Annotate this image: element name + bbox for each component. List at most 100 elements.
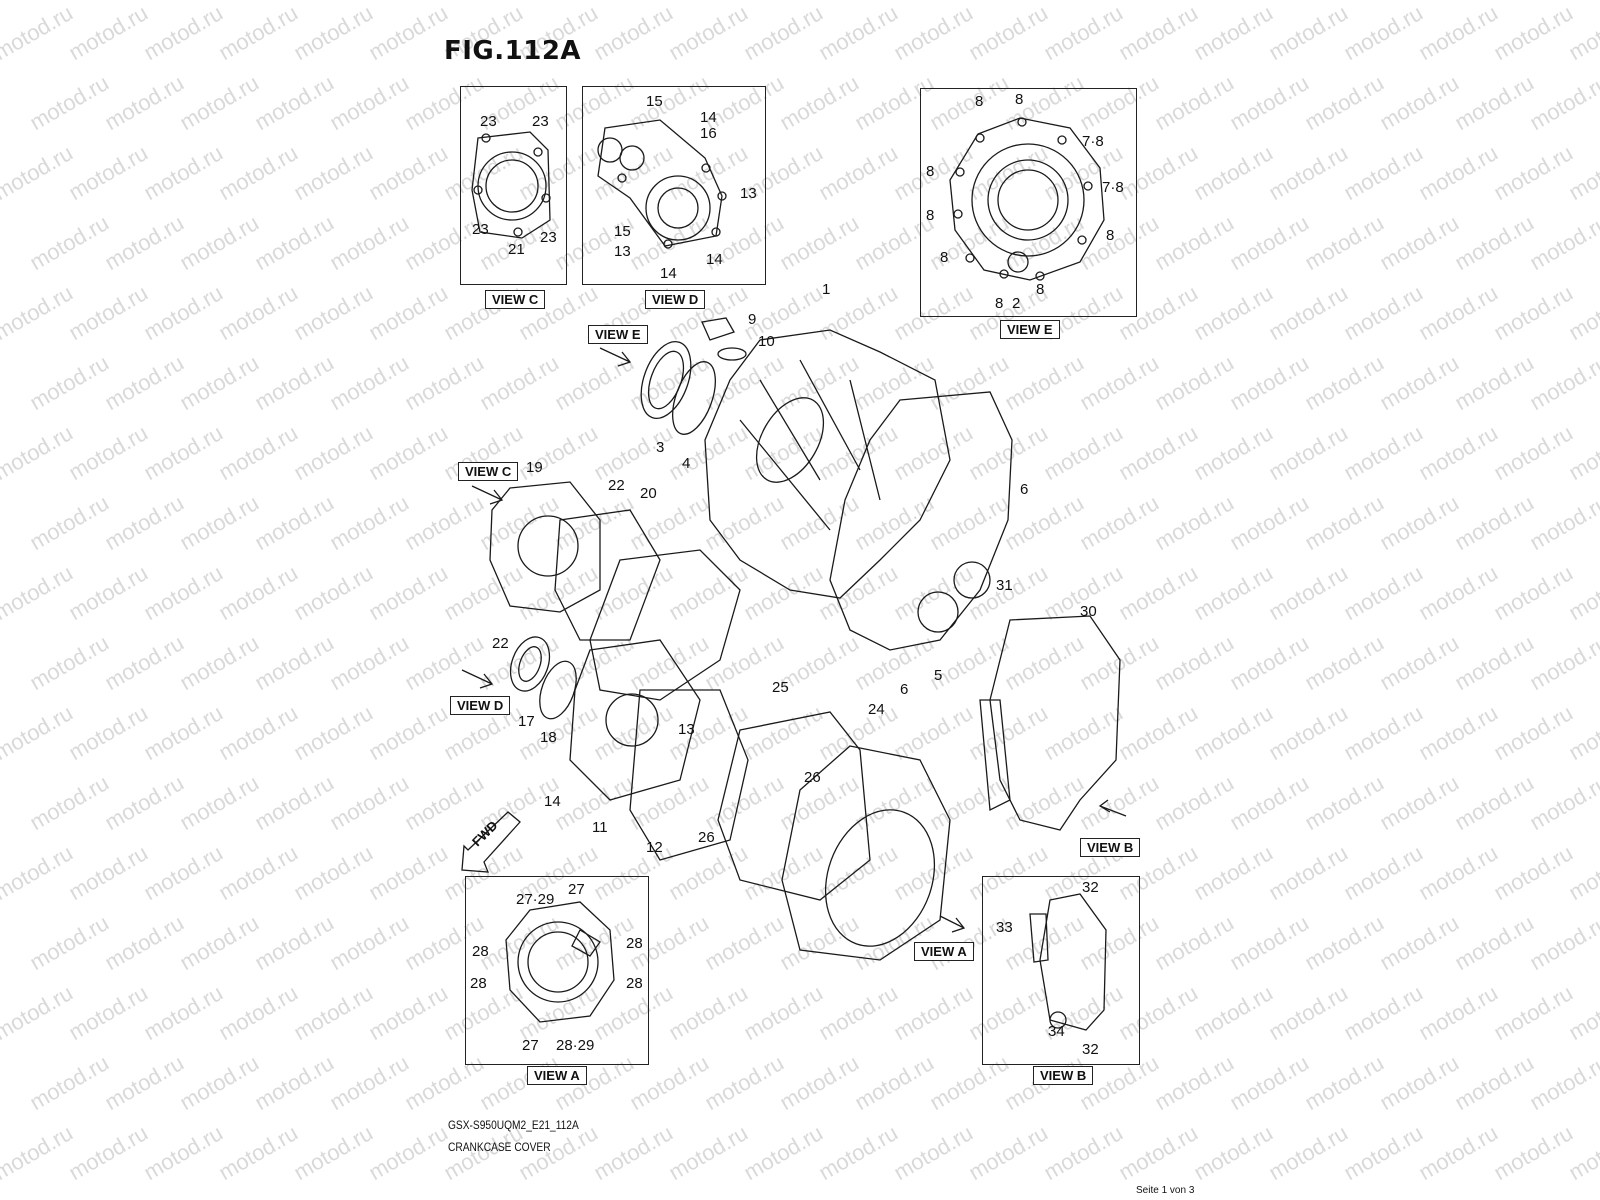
view-a-label: VIEW A bbox=[527, 1066, 587, 1085]
gasket-25 bbox=[717, 711, 871, 901]
callout: 28 bbox=[626, 935, 643, 952]
view-e-cover-drawing bbox=[949, 117, 1105, 281]
oil-cap-9 bbox=[701, 317, 747, 361]
callout: 2 bbox=[1012, 295, 1021, 312]
callout: 30 bbox=[1080, 603, 1097, 620]
callout: 14 bbox=[700, 109, 717, 126]
callout: 17 bbox=[518, 713, 535, 730]
callout: 5 bbox=[934, 667, 943, 684]
cover-11 bbox=[569, 549, 741, 801]
callout: 8 bbox=[926, 163, 935, 180]
cover-24 bbox=[781, 745, 951, 961]
callout: 7·8 bbox=[1102, 179, 1124, 196]
seal-17 bbox=[509, 636, 551, 692]
view-a-panel bbox=[465, 876, 649, 1065]
cover-30 bbox=[979, 615, 1121, 831]
callout: 13 bbox=[740, 185, 757, 202]
callout: 4 bbox=[682, 455, 691, 472]
callout: 34 bbox=[1048, 1023, 1065, 1040]
callout: 14 bbox=[660, 265, 677, 282]
callout: 24 bbox=[868, 701, 885, 718]
figure-name: CRANKCASE COVER bbox=[448, 1140, 551, 1154]
callout: 8 bbox=[926, 207, 935, 224]
callout: 13 bbox=[678, 721, 695, 738]
fwd-arrow-shape bbox=[461, 811, 521, 873]
callout: 8 bbox=[995, 295, 1004, 312]
callout: 19 bbox=[526, 459, 543, 476]
callout: 11 bbox=[592, 819, 608, 836]
callout: 9 bbox=[748, 311, 757, 328]
view-d-cover-drawing bbox=[597, 119, 727, 249]
view-b-label: VIEW B bbox=[1033, 1066, 1094, 1085]
view-b-panel bbox=[982, 876, 1140, 1065]
callout: 28 bbox=[472, 943, 489, 960]
callout: 28 bbox=[626, 975, 643, 992]
callout: 8 bbox=[1036, 281, 1045, 298]
view-d-panel bbox=[582, 86, 766, 285]
callout: 13 bbox=[614, 243, 631, 260]
callout: 26 bbox=[698, 829, 715, 846]
callout: 21 bbox=[508, 241, 525, 258]
callout: 23 bbox=[540, 229, 557, 246]
callout: 23 bbox=[480, 113, 497, 130]
callout: 22 bbox=[492, 635, 509, 652]
callout: 27·29 bbox=[516, 891, 555, 908]
callout: 23 bbox=[472, 221, 489, 238]
callout: 33 bbox=[996, 919, 1013, 936]
cover-19 bbox=[489, 481, 601, 613]
gasket-20 bbox=[554, 509, 661, 641]
seal-3 bbox=[640, 341, 692, 419]
view-d-arrow-label: VIEW D bbox=[450, 696, 511, 715]
callout: 8 bbox=[940, 249, 949, 266]
gasket-12 bbox=[629, 689, 749, 861]
callout: 15 bbox=[614, 223, 631, 240]
callout: 6 bbox=[900, 681, 909, 698]
callout: 16 bbox=[700, 125, 717, 142]
callout: 32 bbox=[1082, 1041, 1099, 1058]
callout: 7·8 bbox=[1082, 133, 1104, 150]
view-e-label: VIEW E bbox=[1000, 320, 1060, 339]
page-number: Seite 1 von 3 bbox=[1136, 1185, 1195, 1196]
callout: 8 bbox=[1015, 91, 1024, 108]
callout: 23 bbox=[532, 113, 549, 130]
callout: 10 bbox=[758, 333, 775, 350]
callout: 18 bbox=[540, 729, 557, 746]
figure-title: FIG.112A bbox=[444, 36, 582, 66]
callout: 32 bbox=[1082, 879, 1099, 896]
view-a-cover-drawing bbox=[505, 901, 615, 1023]
model-code: GSX-S950UQM2_E21_112A bbox=[448, 1118, 579, 1132]
callout: 31 bbox=[996, 577, 1013, 594]
callout: 8 bbox=[1106, 227, 1115, 244]
callout: 22 bbox=[608, 477, 625, 494]
callout: 26 bbox=[804, 769, 821, 786]
view-c-label: VIEW C bbox=[485, 290, 546, 309]
callout: 14 bbox=[544, 793, 561, 810]
view-e-panel bbox=[920, 88, 1137, 317]
callout: 25 bbox=[772, 679, 789, 696]
view-arrows bbox=[461, 347, 1127, 933]
view-c-panel bbox=[460, 86, 567, 285]
view-a-arrow-label: VIEW A bbox=[914, 942, 974, 961]
callout: 1 bbox=[822, 281, 831, 298]
callout: 6 bbox=[1020, 481, 1029, 498]
view-b-cover-drawing bbox=[1029, 893, 1107, 1031]
view-c-arrow-label: VIEW C bbox=[458, 462, 519, 481]
view-d-label: VIEW D bbox=[645, 290, 706, 309]
callout: 14 bbox=[706, 251, 723, 268]
ring-4 bbox=[672, 361, 716, 435]
view-e-arrow-label: VIEW E bbox=[588, 325, 648, 344]
callout: 15 bbox=[646, 93, 663, 110]
crankcase-cover-main bbox=[704, 329, 951, 599]
callout: 12 bbox=[646, 839, 663, 856]
callout: 20 bbox=[640, 485, 657, 502]
callout: 8 bbox=[975, 93, 984, 110]
view-c-cover-drawing bbox=[471, 131, 551, 239]
callout: 28 bbox=[470, 975, 487, 992]
callout: 3 bbox=[656, 439, 665, 456]
gasket-5 bbox=[829, 391, 1013, 651]
callout: 28·29 bbox=[556, 1037, 595, 1054]
view-b-arrow-label: VIEW B bbox=[1080, 838, 1141, 857]
callout: 27 bbox=[568, 881, 585, 898]
ring-18 bbox=[539, 660, 577, 720]
